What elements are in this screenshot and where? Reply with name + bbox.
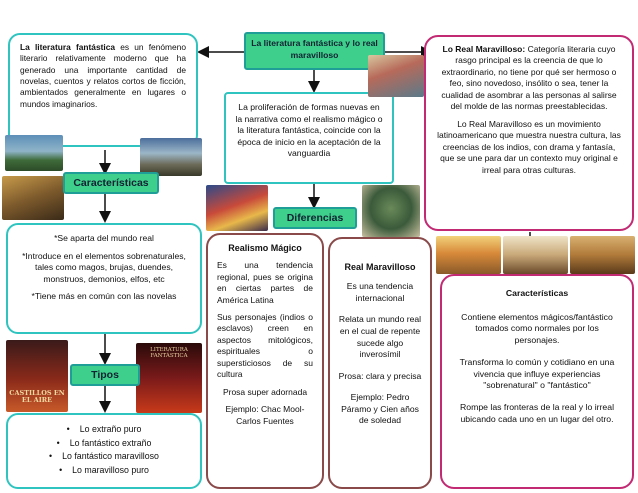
tipo-item: Lo fantástico extraño [14, 437, 194, 451]
real-maravilloso-p4: Ejemplo: Pedro Páramo y Cien años de sol… [341, 392, 419, 426]
warrior-image [2, 176, 64, 220]
castle-image [140, 138, 202, 176]
real-maravilloso-title: Real Maravilloso [344, 262, 416, 272]
real-maravilloso-box: Real Maravilloso Es una tendencia intern… [328, 237, 432, 489]
right-intro-bold: Lo Real Maravilloso: [442, 44, 526, 54]
realismo-magico-p3: Prosa super adornada [222, 386, 308, 397]
caracteristica-item: *Introduce en el elementos sobrenaturale… [22, 250, 186, 284]
caracteristicas-right-p1: Contiene elementos mágicos/fantástico to… [461, 311, 613, 346]
right-intro-para2: Lo Real Maravilloso es un movimiento lat… [437, 118, 621, 175]
caracteristicas-left-label: Características [63, 172, 159, 194]
caracteristicas-right-p3: Rompe las fronteras de la real y lo irre… [459, 402, 615, 424]
realismo-magico-p4: Ejemplo: Chac Mool- Carlos Fuentes [225, 404, 305, 426]
caracteristica-item: *Se aparta del mundo real [54, 233, 154, 243]
tipos-box: Lo extraño puro Lo fantástico extraño Lo… [6, 413, 202, 489]
real-maravilloso-p1: Es una tendencia internacional [346, 281, 414, 303]
caracteristicas-left-box: *Se aparta del mundo real *Introduce en … [6, 223, 202, 334]
babel-image [570, 236, 635, 274]
fantasy-image-mid [206, 185, 268, 231]
diferencias-label: Diferencias [273, 207, 357, 229]
real-maravilloso-p3: Prosa: clara y precisa [338, 370, 422, 381]
caracteristicas-right-p2: Transforma lo común y cotidiano en una v… [459, 356, 615, 391]
middle-intro-text: La proliferación de formas nuevas en la … [235, 102, 383, 159]
right-intro-box: Lo Real Maravilloso: Categoría literaria… [424, 35, 634, 231]
sun-landscape-image [436, 236, 501, 274]
caracteristicas-right-title: Características [505, 288, 569, 298]
fantasy-image-top [368, 55, 424, 97]
dragon-image [362, 185, 420, 237]
book-cover-image: CASTILLOS EN EL AIRE [6, 340, 68, 412]
realismo-magico-title: Realismo Mágico [228, 243, 302, 253]
landscape-image [5, 135, 63, 171]
left-intro-box: La literatura fantástica es un fenómeno … [8, 33, 198, 147]
middle-intro-box: La proliferación de formas nuevas en la … [224, 92, 394, 184]
book-cover-image-2: LITERATURA FANTÁSTICA [136, 343, 202, 413]
left-intro-text: es un fenómeno literario relativamente m… [20, 42, 186, 109]
realismo-magico-p1: Es una tendencia regional, pues se origi… [217, 260, 313, 305]
tipos-label: Tipos [70, 364, 140, 386]
caracteristica-item: *Tiene más en común con las novelas [31, 291, 177, 302]
tipo-item: Lo maravilloso puro [14, 464, 194, 478]
left-intro-bold: La literatura fantástica [20, 42, 116, 52]
caracteristicas-right-box: Características Contiene elementos mágic… [440, 274, 634, 489]
realismo-magico-p2: Sus personajes (indios o esclavos) creen… [217, 312, 313, 380]
quixote-image [503, 236, 568, 274]
book-cover-title: CASTILLOS EN EL AIRE [9, 389, 65, 405]
central-title: La literatura fantástica y lo real marav… [244, 32, 385, 70]
tipo-item: Lo extraño puro [14, 423, 194, 437]
realismo-magico-box: Realismo Mágico Es una tendencia regiona… [206, 233, 324, 489]
right-intro-text: Categoría literaria cuyo rasgo principal… [441, 44, 617, 112]
book-cover-title-2: LITERATURA FANTÁSTICA [150, 347, 188, 360]
real-maravilloso-p2: Relata un mundo real en el cual de repen… [338, 314, 422, 360]
tipo-item: Lo fantástico maravilloso [14, 450, 194, 464]
